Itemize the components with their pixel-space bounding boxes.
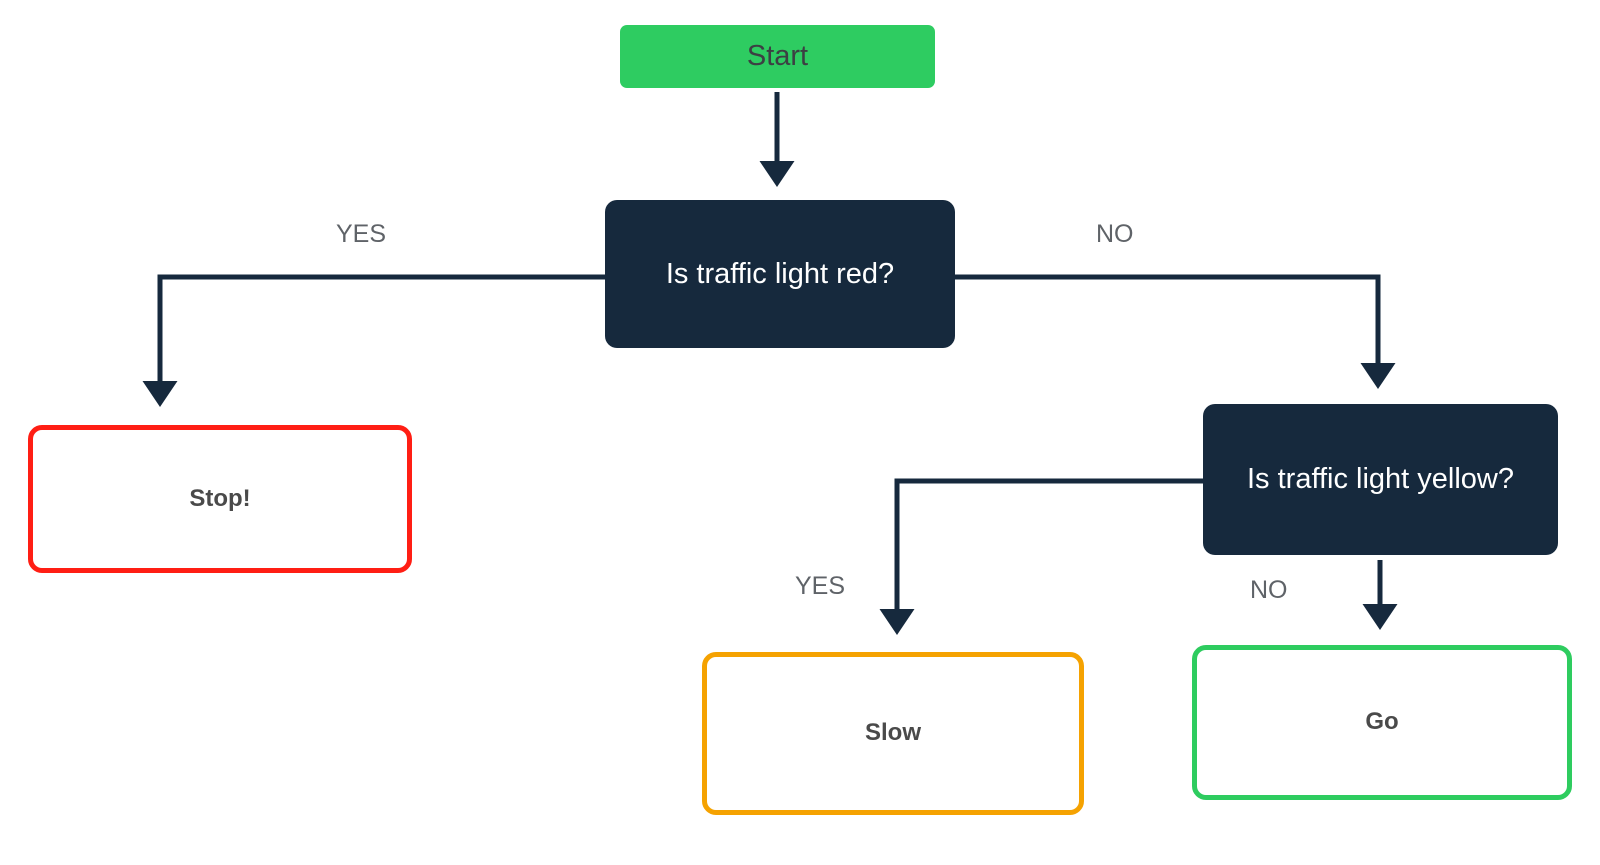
edge-label-red-no: NO bbox=[1096, 220, 1134, 248]
connector-decision-yellow-yes bbox=[879, 478, 1203, 635]
node-decision-red[interactable]: Is traffic light red? bbox=[605, 200, 955, 348]
node-go-label: Go bbox=[1365, 708, 1399, 736]
node-decision-red-label: Is traffic light red? bbox=[665, 257, 895, 290]
node-go[interactable]: Go bbox=[1192, 645, 1572, 800]
node-decision-yellow[interactable]: Is traffic light yellow? bbox=[1203, 404, 1558, 555]
node-decision-yellow-label: Is traffic light yellow? bbox=[1246, 463, 1515, 496]
node-slow[interactable]: Slow bbox=[702, 652, 1084, 815]
node-stop[interactable]: Stop! bbox=[28, 425, 412, 573]
edge-label-yellow-no: NO bbox=[1250, 576, 1288, 604]
connector-decision-red-no bbox=[955, 274, 1396, 389]
edge-label-yellow-yes: YES bbox=[795, 572, 846, 600]
node-slow-label: Slow bbox=[864, 719, 921, 747]
node-stop-label: Stop! bbox=[189, 484, 251, 512]
node-start[interactable]: Start bbox=[620, 25, 935, 88]
connector-decision-red-yes bbox=[142, 274, 605, 407]
edge-label-red-yes: YES bbox=[336, 220, 387, 248]
node-start-label: Start bbox=[746, 40, 809, 73]
